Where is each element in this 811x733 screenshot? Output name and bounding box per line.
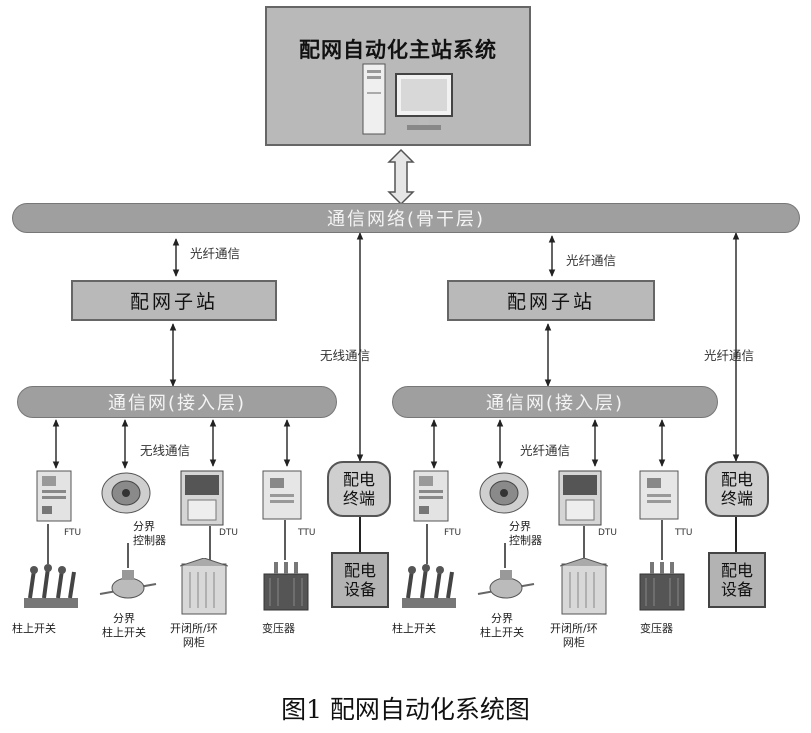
- backbone-network-label: 通信网络(骨干层): [326, 209, 486, 230]
- left-distribution-equipment: 配电设备: [331, 552, 389, 608]
- figure-caption: 图1 配网自动化系统图: [281, 695, 530, 724]
- right-pole-switch-caption: 柱上开关: [392, 622, 436, 635]
- left-ttu-device-icon: [262, 470, 302, 520]
- left-side-label: 无线通信: [320, 348, 371, 363]
- backbone-network-bar: 通信网络(骨干层): [12, 203, 800, 233]
- right-transformer-icon: [639, 562, 685, 611]
- left-access-label: 通信网(接入层): [107, 393, 247, 414]
- right-dtu-tag: DTU: [598, 528, 618, 538]
- left-substation-label: 配网子站: [129, 291, 218, 313]
- left-pole-switch-caption: 柱上开关: [12, 622, 56, 635]
- right-distribution-equipment: 配电设备: [708, 552, 766, 608]
- left-fiber-label: 光纤通信: [190, 246, 241, 261]
- right-boundary-switch-caption: 分界 柱上开关: [480, 612, 524, 639]
- right-ttu-tag: TTU: [675, 528, 693, 538]
- left-ftu-tag: FTU: [64, 528, 82, 538]
- right-fiber-label: 光纤通信: [566, 253, 617, 268]
- left-wireless-label: 无线通信: [140, 443, 191, 458]
- right-ftu-device-icon: [413, 470, 449, 522]
- master-station-box: 配网自动化主站系统: [265, 6, 531, 146]
- right-transformer-caption: 变压器: [640, 622, 673, 635]
- left-transformer-icon: [263, 562, 309, 611]
- left-ftu-device-icon: [36, 470, 72, 522]
- right-boundary-switch-icon: [477, 570, 535, 599]
- right-dtu-device-icon: [558, 470, 602, 526]
- right-distribution-terminal: 配电终端: [705, 461, 769, 517]
- computer-icon: [362, 63, 453, 135]
- left-boundary-switch-icon: [99, 570, 157, 599]
- left-dtu-device-icon: [180, 470, 224, 526]
- right-ring-cabinet-icon: [560, 558, 608, 615]
- right-ring-cabinet-caption: 开闭所/环 网柜: [550, 622, 598, 649]
- left-transformer-caption: 变压器: [262, 622, 295, 635]
- right-pole-switch-icon: [402, 564, 456, 608]
- left-distribution-terminal: 配电终端: [327, 461, 391, 517]
- right-access-bar: 通信网(接入层): [392, 386, 718, 418]
- master-backbone-arrow: [387, 148, 415, 206]
- right-fiber-label-2: 光纤通信: [520, 443, 571, 458]
- left-dtu-tag: DTU: [219, 528, 239, 538]
- right-access-label: 通信网(接入层): [485, 393, 625, 414]
- right-boundary-ctrl-label: 分界 控制器: [509, 520, 542, 547]
- left-boundary-ctrl-label: 分界 控制器: [133, 520, 166, 547]
- right-substation-box: 配网子站: [447, 280, 655, 321]
- left-substation-box: 配网子站: [71, 280, 277, 321]
- left-boundary-controller-icon: [101, 472, 151, 514]
- right-ttu-device-icon: [639, 470, 679, 520]
- left-ttu-tag: TTU: [298, 528, 316, 538]
- left-access-bar: 通信网(接入层): [17, 386, 337, 418]
- left-ring-cabinet-caption: 开闭所/环 网柜: [170, 622, 218, 649]
- right-ftu-tag: FTU: [444, 528, 462, 538]
- left-boundary-switch-caption: 分界 柱上开关: [102, 612, 146, 639]
- right-boundary-controller-icon: [479, 472, 529, 514]
- master-station-title: 配网自动化主站系统: [299, 38, 497, 62]
- left-pole-switch-icon: [24, 564, 78, 608]
- right-side-label: 光纤通信: [704, 348, 755, 363]
- right-substation-label: 配网子站: [506, 291, 595, 313]
- left-ring-cabinet-icon: [180, 558, 228, 615]
